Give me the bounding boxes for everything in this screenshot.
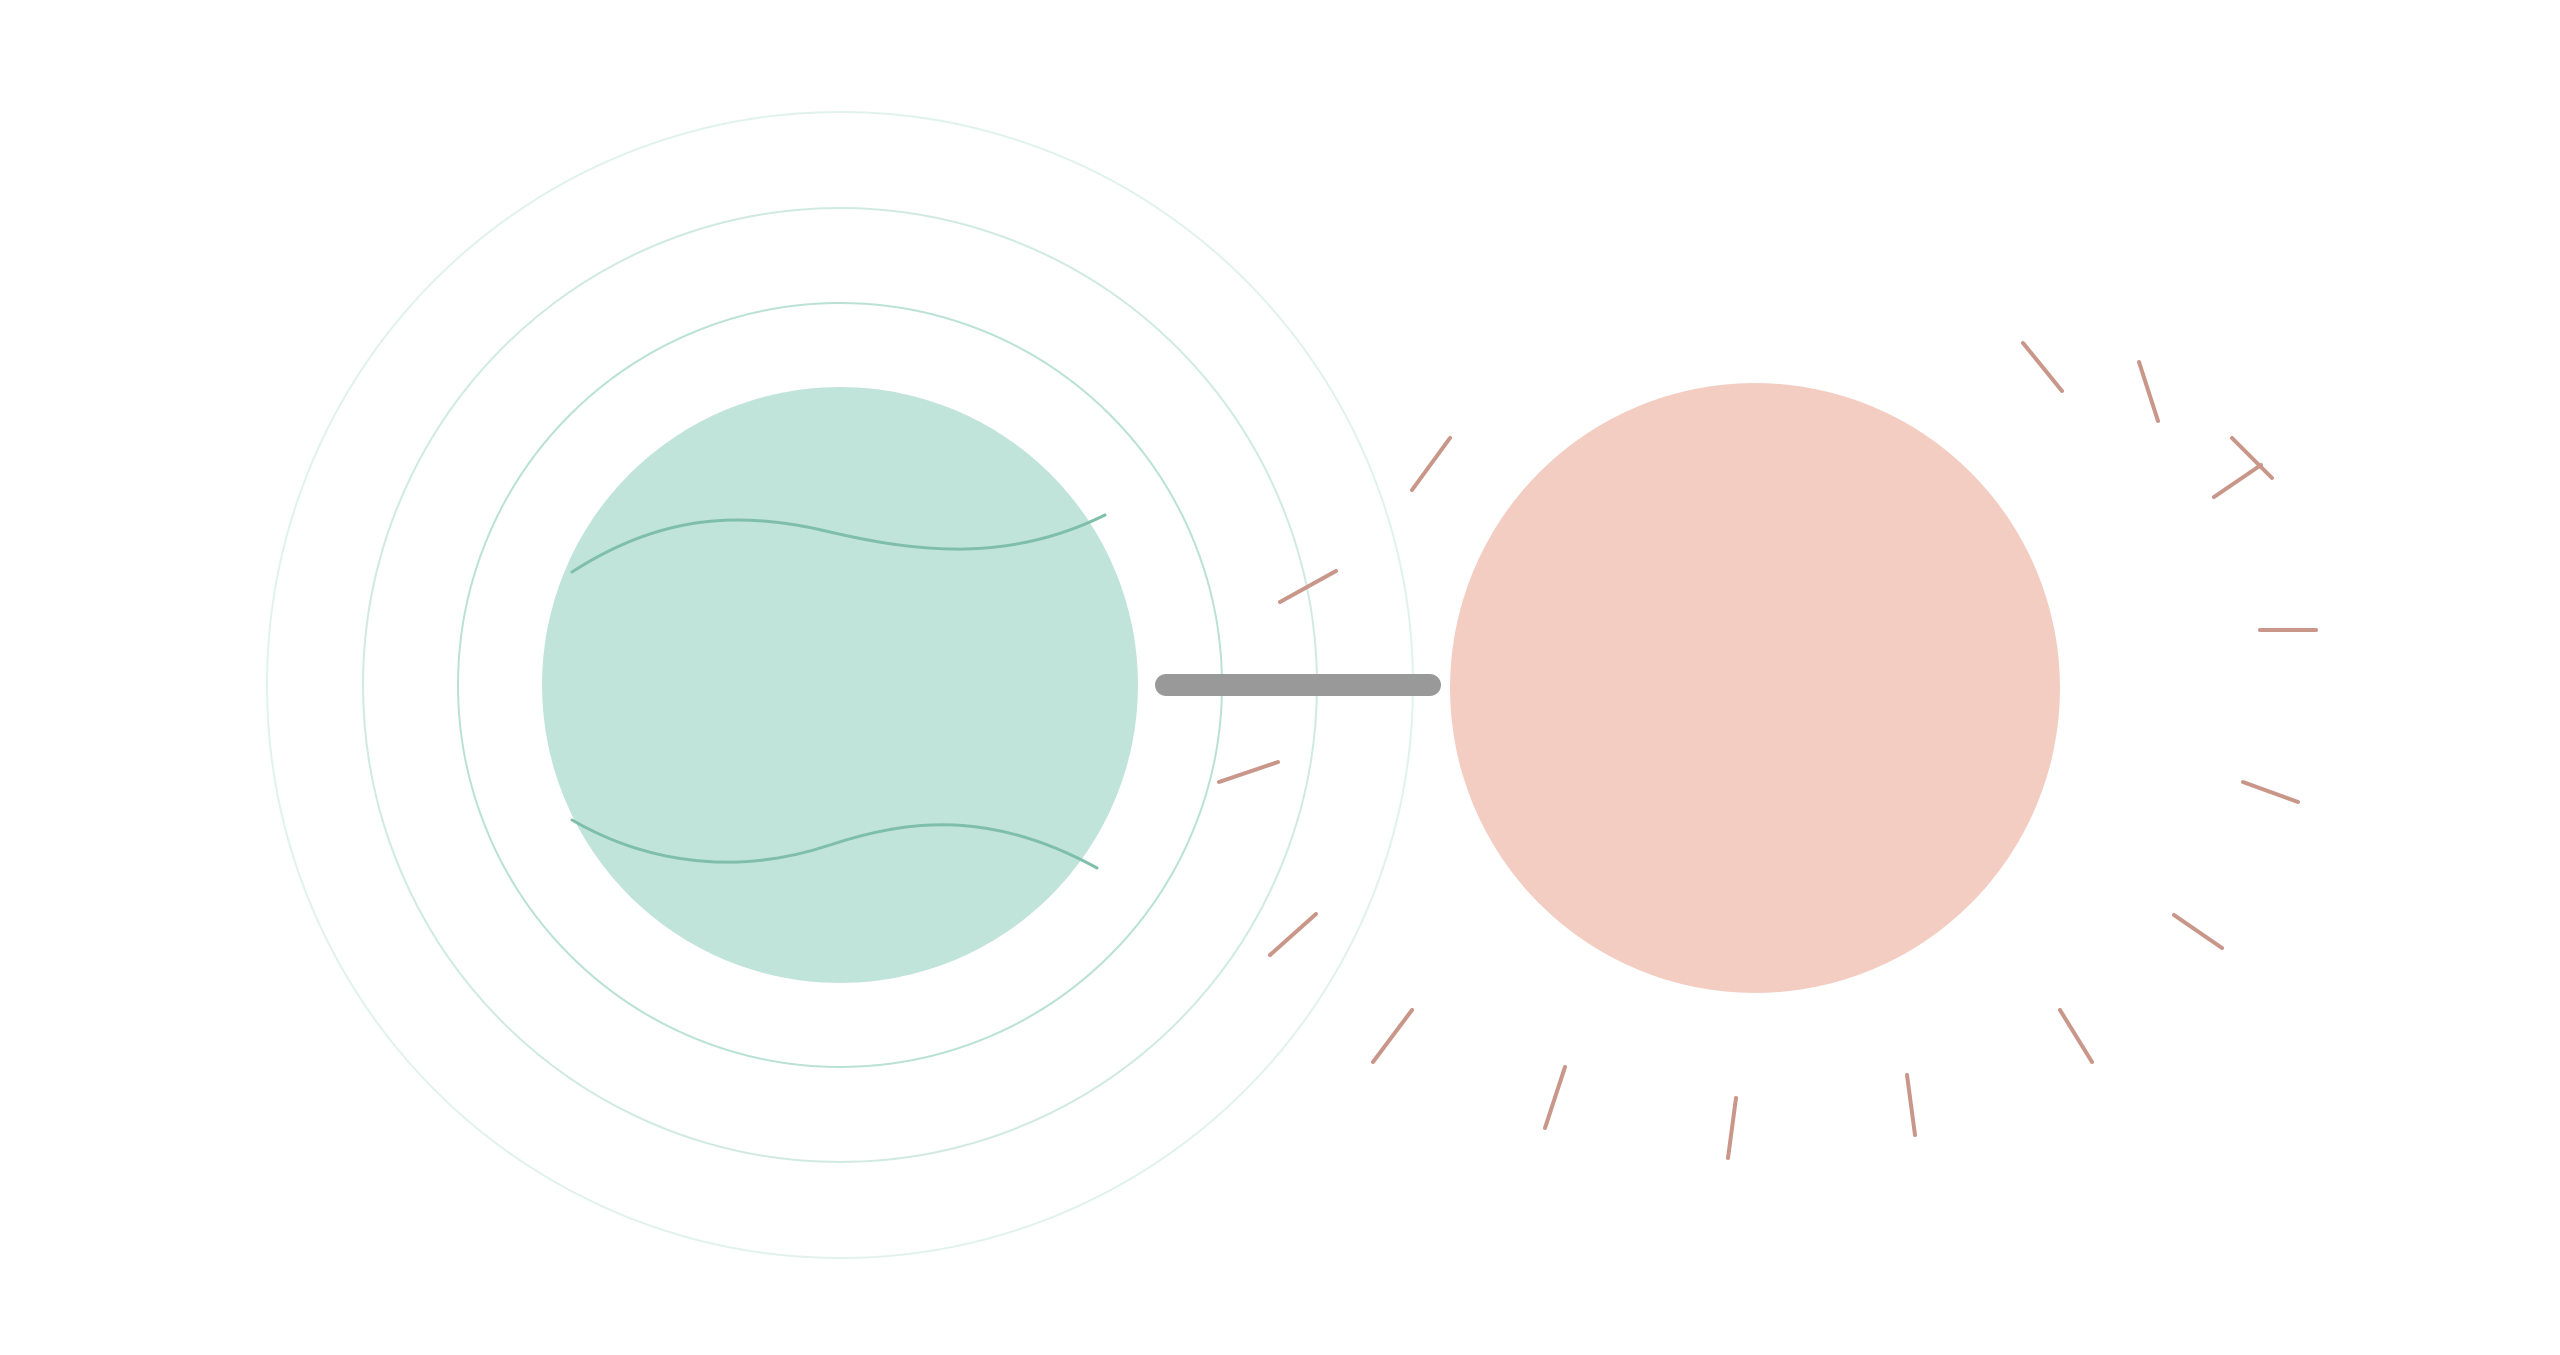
ray <box>2021 341 2064 393</box>
upper-wave-line <box>570 513 1107 574</box>
ray <box>1371 1008 1414 1064</box>
ray <box>2212 463 2263 499</box>
warm-sphere <box>1450 383 2060 993</box>
sun-rays <box>1217 341 2318 1160</box>
lower-wave-line <box>570 818 1099 870</box>
warm-sphere-group <box>1217 341 2318 1160</box>
ray <box>2058 1008 2094 1064</box>
ray <box>2137 360 2160 423</box>
ray <box>1905 1073 1917 1137</box>
ray <box>1217 760 1280 784</box>
ray <box>2241 780 2300 804</box>
cool-sphere <box>542 387 1138 983</box>
ray <box>1410 436 1452 492</box>
ray <box>1268 912 1318 957</box>
ray <box>2230 436 2274 480</box>
ray <box>1726 1096 1738 1160</box>
ray <box>1543 1065 1567 1130</box>
ray <box>2172 913 2224 950</box>
ray <box>1278 569 1338 604</box>
